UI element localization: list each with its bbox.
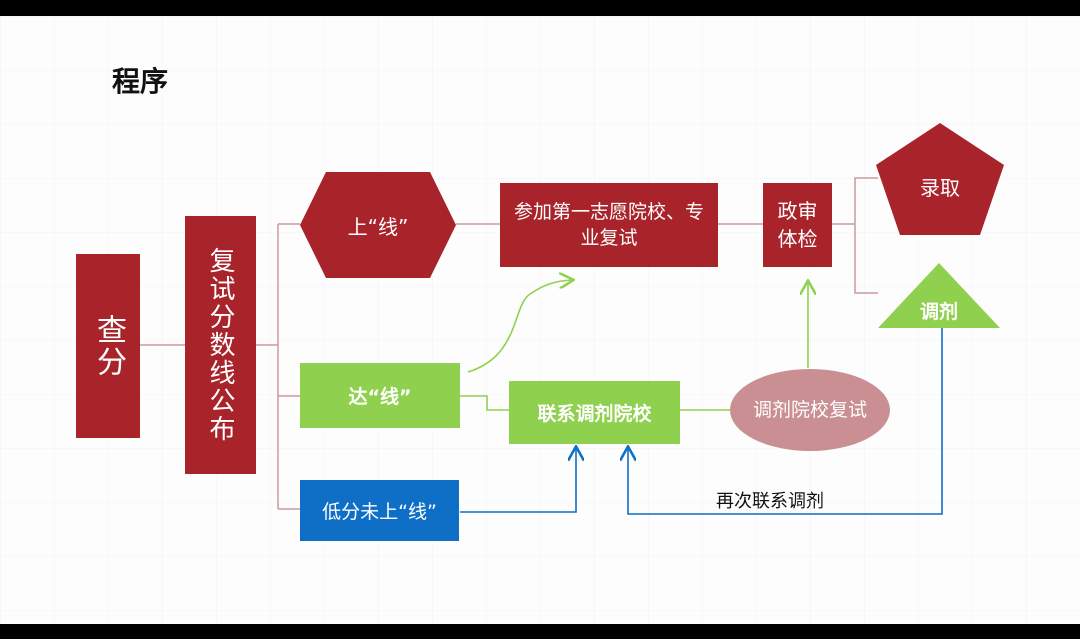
line-bracket-right <box>854 177 878 294</box>
arrow-difen-lianxi <box>460 448 576 513</box>
node-chafen-label: 查分 <box>91 314 126 378</box>
slide-canvas: 程序 <box>0 16 1080 624</box>
arrow-tiaoji-zaici <box>628 328 943 515</box>
edge-label-zaici: 再次联系调剂 <box>716 491 824 512</box>
node-tiaoji-fushi: 调剂院校复试 <box>730 369 890 451</box>
node-daxian: 达“线” <box>300 363 460 428</box>
node-fushi-fenshuxian: 复试分数线公布 <box>185 216 256 474</box>
node-canjia-fushi-label: 参加第一志愿院校、专业复试 <box>513 201 704 249</box>
node-tiaoji-fushi-label: 调剂院校复试 <box>752 399 867 421</box>
node-tiaoji-label: 调剂 <box>919 300 958 323</box>
node-daxian-label: 达“线” <box>348 386 412 408</box>
line-daxian-lianxi <box>460 395 509 411</box>
node-fushi-fenshuxian-label: 复试分数线公布 <box>205 247 235 443</box>
connector-lines <box>140 177 943 515</box>
node-shangxian-label: 上“线” <box>347 214 409 239</box>
node-tiaoji-shape <box>878 263 1000 328</box>
node-difen-label: 低分未上“线” <box>322 501 437 523</box>
node-difen: 低分未上“线” <box>300 480 459 541</box>
node-lianxi-tiaoji-label: 联系调剂院校 <box>537 403 652 425</box>
page-title: 程序 <box>112 65 169 98</box>
node-chafen: 查分 <box>76 254 140 438</box>
node-luqu-label: 录取 <box>920 175 960 200</box>
node-luqu-shape <box>876 123 1004 235</box>
node-lianxi-tiaoji: 联系调剂院校 <box>509 381 680 444</box>
node-zhengshen: 政审体检 <box>763 183 832 267</box>
arrow-daxian-canjia <box>467 280 572 373</box>
node-zhengshen-label: 政审体检 <box>777 199 818 251</box>
node-shangxian-shape <box>300 172 456 278</box>
node-canjia-fushi: 参加第一志愿院校、专业复试 <box>500 183 718 267</box>
